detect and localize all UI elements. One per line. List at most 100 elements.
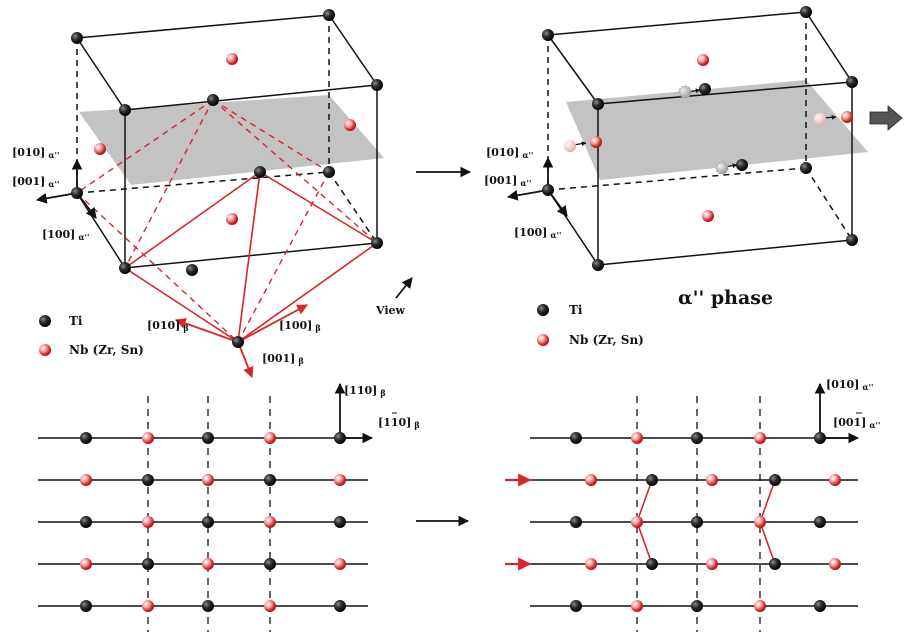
ti-atom: [232, 336, 244, 348]
bottom-right-labels: [010]α'' [001]α'': [826, 378, 880, 430]
ti-atom: [80, 516, 92, 528]
nb-atom: [841, 111, 853, 123]
ti-atom: [691, 432, 703, 444]
nb-atom: [334, 474, 346, 486]
ti-atom: [846, 234, 858, 246]
ti-atom: [323, 9, 335, 21]
legend-nb-marker: [537, 334, 549, 346]
ti-atom: [264, 558, 276, 570]
ti-atom: [542, 29, 554, 41]
top-right-labels: [010]α'' [001]α'' [100]α'' α'' phase Ti …: [484, 146, 773, 347]
shaded-plane: [566, 80, 868, 180]
svg-text:[110]β: [110]β: [378, 416, 420, 430]
ti-atom: [202, 600, 214, 612]
ti-atom: [71, 187, 83, 199]
ti-atom: [142, 558, 154, 570]
svg-text:[010]β: [010]β: [147, 319, 189, 333]
svg-text:[010]α'': [010]α'': [826, 378, 873, 392]
ti-atom: [800, 6, 812, 18]
ti-atom: [769, 474, 781, 486]
label-010-beta: [010]: [147, 319, 180, 332]
nb-atom: [631, 432, 643, 444]
nb-atom: [264, 432, 276, 444]
top-left-labels: [010]α'' [001]α'' [100]α'' [010]β [100]β…: [12, 146, 406, 366]
bottom-left-grid: [38, 382, 374, 632]
nb-atom: [142, 600, 154, 612]
nb-atom: [585, 474, 597, 486]
nb-atom: [80, 474, 92, 486]
ti-atom: [570, 516, 582, 528]
nb-atom: [829, 558, 841, 570]
label-010-alpha: [010]: [826, 378, 859, 391]
nb-atom: [702, 210, 714, 222]
ti-atom: [570, 600, 582, 612]
svg-text:[001]α'': [001]α'': [833, 416, 880, 430]
ti-atom: [371, 79, 383, 91]
svg-text:[100]α'': [100]α'': [514, 226, 561, 240]
nb-atom: [754, 516, 766, 528]
ti-atom: [334, 432, 346, 444]
label-1m10-beta: [110]: [378, 416, 411, 429]
legend-nb-marker: [39, 344, 51, 356]
ti-atom: [814, 432, 826, 444]
legend-ti-marker: [39, 315, 51, 327]
nb-ghost-atom: [564, 140, 576, 152]
ti-atom: [119, 104, 131, 116]
ti-atom: [814, 516, 826, 528]
nb-atom: [829, 474, 841, 486]
ti-atom: [80, 432, 92, 444]
nb-atom: [754, 600, 766, 612]
ti-atom: [119, 262, 131, 274]
ti-ghost-atom: [715, 161, 729, 175]
ti-atom: [769, 558, 781, 570]
nb-atom: [94, 143, 106, 155]
svg-text:[100]β: [100]β: [279, 319, 321, 333]
ti-atom: [570, 432, 582, 444]
nb-atom: [142, 432, 154, 444]
svg-text:[001]α'': [001]α'': [484, 174, 531, 188]
ti-atom: [691, 600, 703, 612]
nb-ghost-atom: [814, 113, 826, 125]
ti-atom: [142, 474, 154, 486]
nb-atom: [334, 558, 346, 570]
top-right-unit-cell: [506, 6, 903, 271]
svg-text:[001]β: [001]β: [262, 352, 304, 366]
nb-atom: [202, 558, 214, 570]
nb-atom: [590, 136, 602, 148]
label-100-beta: [100]: [279, 319, 312, 332]
ti-atom: [334, 516, 346, 528]
nb-atom: [264, 600, 276, 612]
nb-atom: [226, 213, 238, 225]
ti-atom: [814, 600, 826, 612]
label-010-alpha: [010]: [486, 146, 519, 159]
nb-atom: [142, 516, 154, 528]
ti-atom: [71, 32, 83, 44]
nb-atom: [80, 558, 92, 570]
nb-atom: [697, 54, 709, 66]
label-110-beta: [110]: [344, 384, 377, 397]
label-010-alpha: [010]: [12, 146, 45, 159]
bottom-left-labels: [110]β [110]β: [344, 384, 420, 430]
legend-ti-marker: [537, 304, 549, 316]
bottom-right-grid: [505, 382, 860, 632]
ti-atom: [207, 94, 219, 106]
top-left-unit-cell: [35, 9, 413, 379]
ti-atom: [186, 264, 198, 276]
shift-block-arrow: [869, 105, 903, 131]
svg-text:[100]α'': [100]α'': [42, 228, 89, 242]
nb-atom: [202, 474, 214, 486]
nb-atom: [706, 474, 718, 486]
nb-atom: [754, 432, 766, 444]
legend-nb-label: Nb (Zr, Sn): [69, 343, 144, 357]
nb-atom: [585, 558, 597, 570]
legend-nb-label: Nb (Zr, Sn): [569, 333, 644, 347]
ti-atom: [371, 237, 383, 249]
label-001-beta: [001]: [262, 352, 295, 365]
ti-atom: [254, 166, 266, 178]
ti-ghost-atom: [678, 85, 692, 99]
ti-atom: [334, 600, 346, 612]
ti-atom: [736, 159, 748, 171]
nb-atom: [706, 558, 718, 570]
ti-atom: [202, 516, 214, 528]
ti-atom: [592, 259, 604, 271]
